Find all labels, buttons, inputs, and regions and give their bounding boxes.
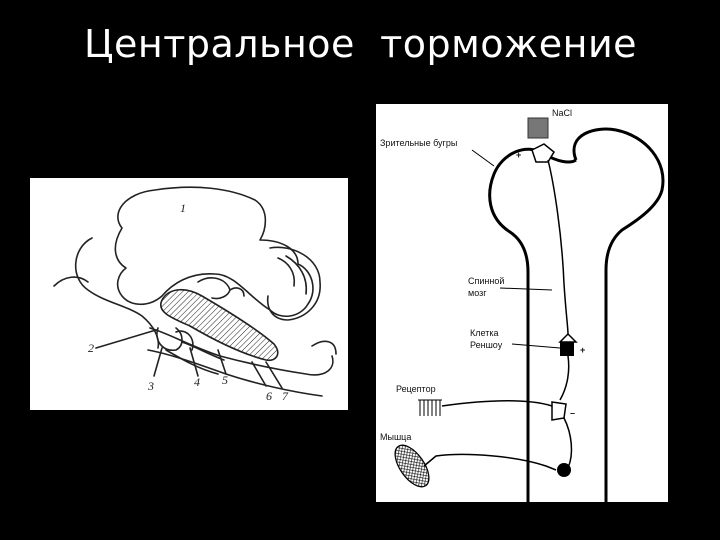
receptor-icon [418, 399, 442, 416]
frontal-fold [74, 237, 160, 349]
plus-sign-top: + [516, 150, 521, 160]
renshaw-label-line1: Клетка [470, 328, 498, 338]
thalamic-neuron [531, 143, 555, 163]
cerebellum-outline [266, 246, 321, 321]
brain-label-2: 2 [88, 341, 94, 355]
muscle-icon [394, 444, 430, 488]
renshaw-cell [560, 342, 574, 356]
nacl-label: NaCl [552, 108, 572, 118]
thalamus-label: Зрительные бугры [380, 138, 457, 148]
minus-sign: – [570, 408, 575, 418]
brain-label-5: 5 [222, 373, 228, 387]
muscle-label: Мышца [380, 432, 411, 442]
spinal-cord-label-line1: Спинной [468, 276, 504, 286]
brain-label-6: 6 [266, 389, 272, 403]
brain-label-7: 7 [282, 389, 289, 403]
slide-title: Центральное торможение [84, 22, 638, 66]
afferent-fibre [441, 399, 553, 407]
spinal-cord-label-line2: мозг [468, 288, 487, 298]
nucleus-left [156, 327, 183, 351]
hemisphere-outline [114, 186, 314, 317]
cord-outline [488, 127, 665, 502]
motor-neuron [557, 463, 571, 477]
brain-diagram-panel: 1 2 3 4 5 6 7 [30, 178, 348, 410]
motor-axon [423, 453, 557, 471]
receptor-label: Рецептор [396, 384, 436, 394]
inhibitory-neuron [551, 401, 567, 421]
plus-sign-renshaw: + [580, 345, 585, 355]
brain-label-3: 3 [147, 379, 154, 393]
spinal-cord-diagram: NaCl Зрительные бугры + Спинной мозг + К… [380, 108, 665, 502]
brain-label-1: 1 [180, 201, 186, 215]
reticular-formation-hatched [159, 288, 279, 362]
brain-label-4: 4 [194, 375, 200, 389]
spinal-cord-diagram-panel: NaCl Зрительные бугры + Спинной мозг + К… [376, 104, 668, 502]
renshaw-label-line2: Реншоу [470, 340, 503, 350]
brain-diagram: 1 2 3 4 5 6 7 [53, 186, 337, 403]
descending-axon [547, 159, 569, 335]
nacl-crystal [527, 117, 549, 139]
